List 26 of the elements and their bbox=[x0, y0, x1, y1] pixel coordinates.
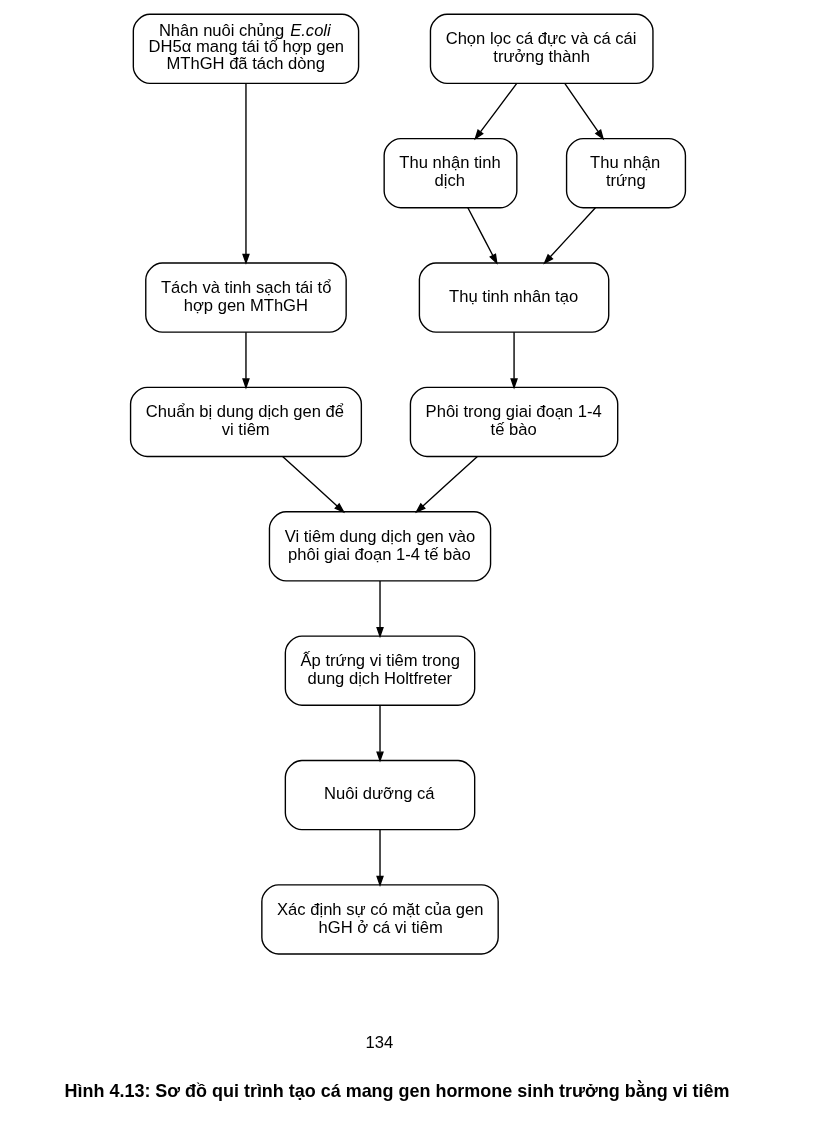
arrow bbox=[510, 331, 518, 390]
caption: Hình 4.13: Sơ đồ qui trình tạo cá mang gen hormone sinh trưởng bằng vi tiêm bbox=[64, 1080, 730, 1101]
node-box: Vi tiêm dung dịch gen vào phôi giai đoạn 1-4 tế bào bbox=[268, 511, 492, 582]
arrow bbox=[415, 455, 479, 514]
arrow bbox=[474, 82, 518, 141]
node-box: Chuẩn bị dung dịch gen để vi tiêm bbox=[129, 386, 363, 458]
arrow bbox=[376, 828, 384, 887]
arrow bbox=[242, 82, 250, 265]
arrow bbox=[281, 455, 345, 514]
node-box: Phôi trong giai đoạn 1-4 tế bào bbox=[409, 386, 619, 458]
arrow bbox=[467, 207, 498, 265]
node-box: Chọn lọc cá đực và cá cái trưởng thành bbox=[429, 13, 654, 85]
arrow bbox=[543, 207, 597, 265]
node-box: Thu nhận trứng bbox=[565, 137, 687, 209]
arrow bbox=[376, 580, 384, 639]
node-box: Tách và tinh sạch tái tổ hợp gen MThGH bbox=[145, 262, 347, 333]
node-box: Ấp trứng vi tiêm trong dung dịch Holtfreter bbox=[284, 635, 476, 706]
node-box: Thu nhận tinh dịch bbox=[383, 137, 518, 209]
node-box: Nuôi dưỡng cá bbox=[284, 759, 476, 831]
arrow bbox=[376, 704, 384, 763]
node-box: Xác định sự có mặt của gen hGH ở cá vi tiêm bbox=[261, 884, 499, 955]
arrow bbox=[242, 331, 250, 390]
label: 134 bbox=[365, 1033, 394, 1053]
node-box: Nhân nuôi chủng E.coli DH5α mang tái tổ hợp gen MThGH đã tách dòng bbox=[132, 13, 360, 85]
node-box: Thụ tinh nhân tạo bbox=[418, 262, 610, 333]
arrow bbox=[564, 82, 605, 141]
